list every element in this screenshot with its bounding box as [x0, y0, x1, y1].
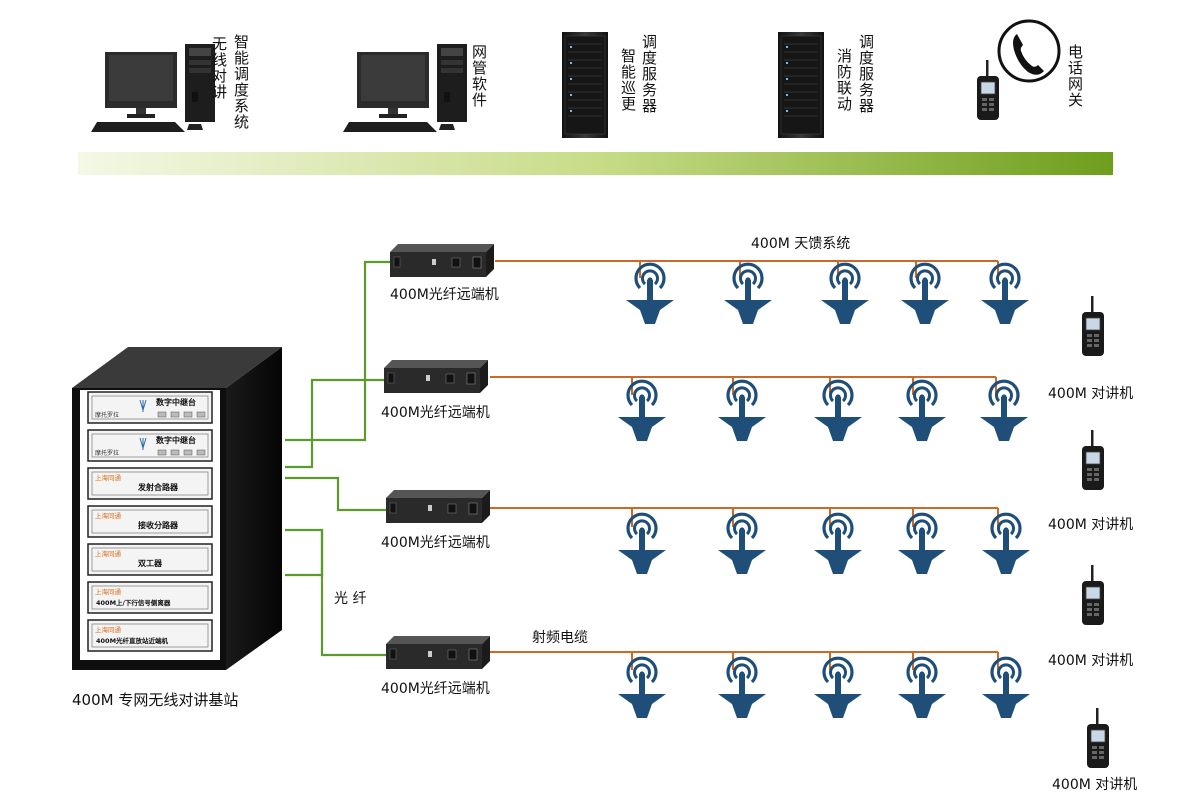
radio-1-icon	[1081, 295, 1105, 357]
remote-unit-2-label: 400M光纤远端机	[381, 405, 490, 421]
dispatch-system-label: 智能调度系统	[232, 34, 250, 130]
remote-unit-4-label: 400M光纤远端机	[381, 681, 490, 697]
rack-unit-title: 双工器	[138, 559, 163, 568]
radio-4-label: 400M 对讲机	[1052, 777, 1138, 793]
rack-unit-title: 数字中继台	[156, 435, 196, 445]
fiber-lines	[285, 260, 390, 657]
base-station-label: 400M 专网无线对讲基站	[72, 691, 239, 709]
antenna-system-label: 400M 天馈系统	[751, 236, 851, 252]
nms-label: 网管软件	[470, 44, 488, 108]
rack-unit-brand: 上海同通	[95, 549, 122, 558]
rack-unit-brand: 上海同通	[95, 587, 122, 596]
fire-server-icon	[777, 31, 825, 139]
patrol-server-label: 调度服务器	[640, 34, 658, 114]
rack-unit-2: 摩托罗拉 数字中继台	[87, 429, 213, 462]
rack-units: 摩托罗拉数字中继台摩托罗拉数字中继台上海同通发射合路器上海同通接收分路器上海同通…	[87, 391, 213, 652]
phone-gateway-icon	[976, 19, 1061, 121]
radio-2-label: 400M 对讲机	[1048, 517, 1134, 533]
rack-unit-brand: 摩托罗拉	[95, 449, 119, 457]
antenna-row-1	[624, 262, 1031, 326]
rack-unit-title: 400M上/下行信号侧离器	[96, 598, 171, 607]
phone-gateway-label: 电话网关	[1066, 44, 1084, 108]
fire-server-label-2: 消防联动	[835, 48, 853, 112]
rack-unit-brand: 上海同通	[95, 511, 122, 520]
fire-server-label: 调度服务器	[857, 34, 875, 114]
radio-2-icon	[1081, 429, 1105, 491]
radio-3-label: 400M 对讲机	[1048, 653, 1134, 669]
remote-unit-2	[383, 359, 489, 394]
rack-unit-7: 上海同通 400M光纤直放站近端机	[87, 619, 213, 652]
rack-unit-title: 数字中继台	[156, 397, 196, 407]
dispatch-system-label-2: 无线对讲	[210, 36, 228, 100]
rack-unit-title: 发射合路器	[137, 482, 179, 492]
remote-unit-4	[385, 635, 491, 670]
rf-cable-label: 射频电缆	[532, 630, 588, 646]
remote-unit-3	[385, 489, 491, 524]
rack-unit-brand: 上海同通	[95, 473, 122, 482]
rack-unit-1: 摩托罗拉 数字中继台	[87, 391, 213, 424]
network-bar	[78, 152, 1113, 175]
antenna-row-2	[616, 379, 1030, 443]
remote-unit-3-label: 400M光纤远端机	[381, 535, 490, 551]
patrol-server-label-2: 智能巡更	[619, 48, 637, 112]
antenna-row-4	[616, 656, 1032, 720]
rack-unit-title: 400M光纤直放站近端机	[96, 636, 169, 645]
dispatch-pc-icon	[91, 44, 215, 132]
nms-pc-icon	[343, 44, 467, 132]
radio-1-label: 400M 对讲机	[1048, 386, 1134, 402]
antenna-row-3	[616, 512, 1032, 576]
remote-unit-1-label: 400M光纤远端机	[390, 287, 499, 303]
fiber-label: 光 纤	[334, 591, 367, 607]
patrol-server-icon	[561, 31, 609, 139]
remote-unit-1	[389, 243, 495, 278]
rack-unit-6: 上海同通 400M上/下行信号侧离器	[87, 581, 213, 614]
radio-3-icon	[1081, 564, 1105, 626]
rack-unit-title: 接收分路器	[138, 520, 179, 530]
rack-unit-brand: 摩托罗拉	[95, 411, 119, 419]
radio-4-icon	[1086, 707, 1110, 769]
rack-unit-brand: 上海同通	[95, 625, 122, 634]
